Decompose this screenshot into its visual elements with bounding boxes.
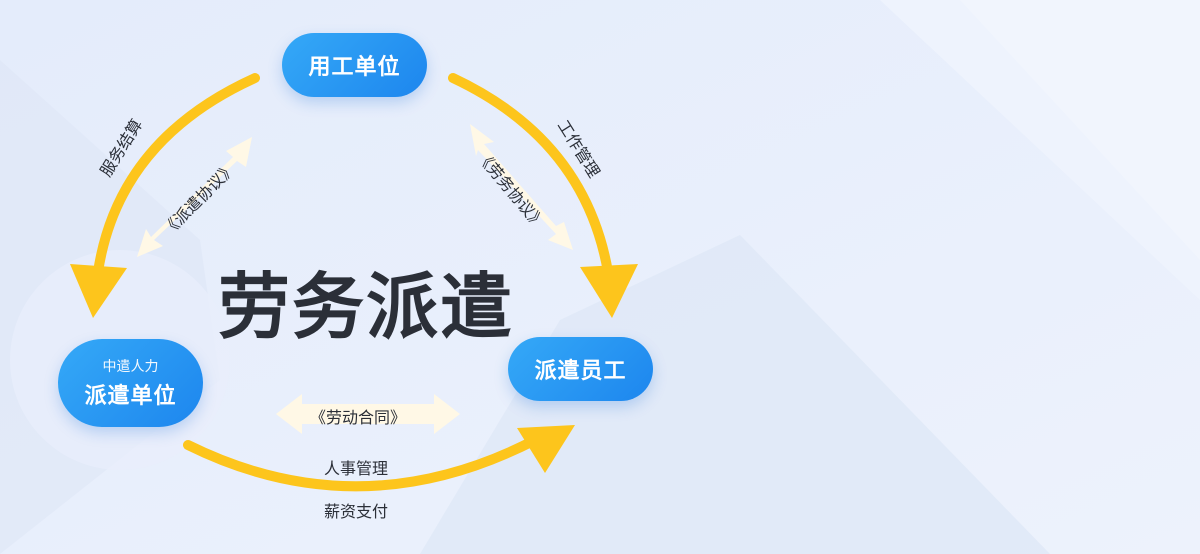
dispatch-agency-sublabel: 中遣人力: [102, 359, 159, 375]
arrowhead-worker: [580, 264, 638, 318]
employer-label: 用工单位: [308, 55, 401, 80]
bg-shape-mid: [420, 235, 1050, 554]
double-arrow-labor-agreement: [470, 124, 573, 250]
arrow-employer-to-worker: [448, 73, 613, 277]
arrow-employer-to-agency: [93, 73, 260, 277]
double-arrow-labor-contract: [276, 394, 460, 434]
labor-contract-label: 《劳动合同》: [310, 408, 407, 427]
dispatched-worker-node: 派遣员工: [508, 337, 653, 401]
bg-shape-corner: [960, 0, 1200, 260]
dispatch-agency-node: 中遣人力 派遣单位: [58, 339, 203, 427]
arrow-agency-to-worker: [183, 435, 540, 492]
employer-node: 用工单位: [282, 33, 427, 97]
arrowhead-bottom: [517, 425, 575, 473]
double-arrow-dispatch-agreement: [137, 137, 252, 257]
edge-label-hr-management: 人事管理: [324, 459, 389, 478]
dispatched-worker-label: 派遣员工: [534, 359, 627, 384]
arrowhead-agency: [70, 264, 127, 318]
edge-label-salary-payment: 薪资支付: [324, 502, 389, 521]
dispatch-agency-label: 派遣单位: [84, 384, 177, 409]
diagram-title: 劳务派遣: [218, 265, 515, 349]
